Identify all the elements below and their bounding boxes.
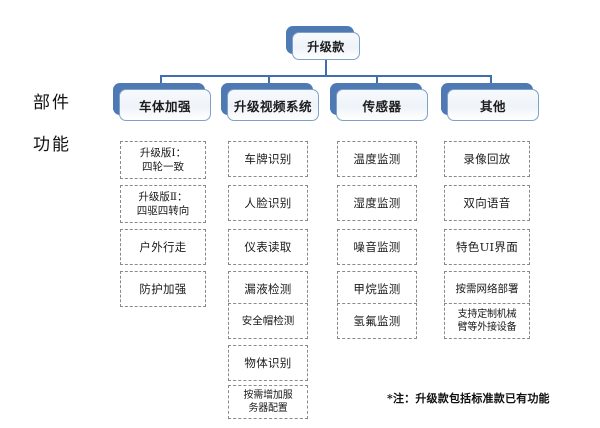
node-category-0-label: 车体加强	[138, 98, 191, 114]
leaf-item[interactable]: 特色UI界面	[444, 229, 530, 265]
connector-drop-1	[160, 75, 162, 84]
leaf-label: 特色UI界面	[455, 239, 519, 254]
node-category-1-face: 升级视频系统	[227, 89, 319, 121]
leaf-item[interactable]: 升级版Ⅱ： 四驱四转向	[120, 185, 206, 223]
leaf-item[interactable]: 录像回放	[444, 141, 530, 177]
node-category-2-label: 传感器	[362, 98, 402, 114]
connector-root-stem	[325, 60, 327, 76]
leaf-item[interactable]: 支持定制机械 臂等外接设备	[444, 303, 530, 339]
connector-bus	[160, 75, 490, 77]
footnote: *注：升级款包括标准款已有功能	[387, 392, 550, 405]
node-category-3-label: 其他	[479, 98, 506, 114]
leaf-label: 升级版Ⅱ： 四驱四转向	[136, 191, 190, 217]
leaf-label: 户外行走	[139, 239, 187, 254]
leaf-item[interactable]: 双向语音	[444, 185, 530, 221]
leaf-item[interactable]: 升级版Ⅰ： 四轮一致	[120, 141, 206, 179]
leaf-label: 升级版Ⅰ： 四轮一致	[139, 147, 187, 173]
leaf-item[interactable]: 噪音监测	[337, 229, 417, 265]
leaf-item[interactable]: 防护加强	[120, 271, 206, 307]
leaf-item[interactable]: 仪表读取	[228, 229, 308, 265]
leaf-label: 甲烷监测	[353, 281, 401, 296]
node-category-other[interactable]: 其他	[441, 83, 539, 121]
leaf-label: 按需网络部署	[455, 283, 519, 295]
leaf-label: 车牌识别	[244, 151, 292, 166]
leaf-label: 按需增加服 务器配置	[243, 389, 293, 415]
connector-drop-3	[376, 75, 378, 84]
leaf-item[interactable]: 户外行走	[120, 229, 206, 265]
leaf-label: 防护加强	[139, 281, 187, 296]
leaf-label: 漏液检测	[244, 281, 292, 296]
leaf-label: 噪音监测	[353, 239, 401, 254]
node-category-2-face: 传感器	[336, 89, 428, 121]
node-root-label: 升级款	[307, 39, 345, 54]
leaf-item[interactable]: 人脸识别	[228, 185, 308, 221]
leaf-label: 氢氟监测	[353, 313, 401, 328]
leaf-label: 仪表读取	[244, 239, 292, 254]
node-root-face: 升级款	[292, 32, 360, 60]
node-category-1-label: 升级视频系统	[233, 98, 312, 114]
leaf-item[interactable]: 按需增加服 务器配置	[228, 385, 308, 419]
leaf-label: 温度监测	[353, 151, 401, 166]
leaf-label: 物体识别	[244, 355, 292, 370]
leaf-item[interactable]: 按需网络部署	[444, 271, 530, 307]
leaf-item[interactable]: 漏液检测	[228, 271, 308, 307]
node-category-0-face: 车体加强	[119, 89, 211, 121]
leaf-item[interactable]: 温度监测	[337, 141, 417, 177]
node-category-upgraded-video-system[interactable]: 升级视频系统	[221, 83, 319, 121]
leaf-item[interactable]: 氢氟监测	[337, 303, 417, 339]
leaf-label: 湿度监测	[353, 195, 401, 210]
leaf-item[interactable]: 甲烷监测	[337, 271, 417, 307]
node-category-sensors[interactable]: 传感器	[330, 83, 428, 121]
leaf-label: 安全帽检测	[241, 315, 295, 327]
node-category-body-reinforcement[interactable]: 车体加强	[113, 83, 211, 121]
row-label-parts: 部件	[33, 93, 71, 113]
leaf-item[interactable]: 车牌识别	[228, 141, 308, 177]
leaf-label: 双向语音	[463, 195, 511, 210]
leaf-item[interactable]: 安全帽检测	[228, 303, 308, 339]
leaf-label: 人脸识别	[244, 195, 292, 210]
leaf-label: 录像回放	[463, 151, 511, 166]
node-root[interactable]: 升级款	[286, 26, 360, 60]
leaf-item[interactable]: 物体识别	[228, 345, 308, 381]
leaf-label: 支持定制机械 臂等外接设备	[457, 308, 517, 334]
node-category-3-face: 其他	[447, 89, 539, 121]
leaf-item[interactable]: 湿度监测	[337, 185, 417, 221]
connector-drop-4	[490, 75, 492, 84]
row-label-functions: 功能	[33, 135, 71, 155]
connector-drop-2	[268, 75, 270, 84]
